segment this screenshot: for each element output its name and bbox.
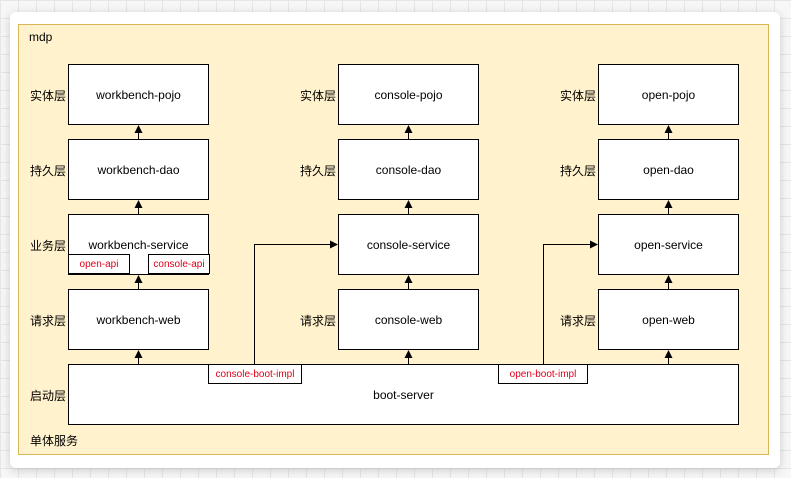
console-boot-impl-box[interactable]: console-boot-impl (208, 364, 302, 384)
layer-label-persistence-3: 持久层 (560, 164, 597, 178)
open-pojo-box[interactable]: open-pojo (598, 64, 739, 125)
layer-label-entity-1: 实体层 (30, 89, 67, 103)
arrow-open-impl-to-open-service (543, 240, 598, 364)
workbench-dao-box[interactable]: workbench-dao (68, 139, 209, 200)
open-boot-impl-box[interactable]: open-boot-impl (498, 364, 588, 384)
open-api-box[interactable]: open-api (68, 254, 130, 274)
layer-label-entity-2: 实体层 (300, 89, 337, 103)
console-dao-box[interactable]: console-dao (338, 139, 479, 200)
layer-label-request-3: 请求层 (560, 314, 597, 328)
open-web-box[interactable]: open-web (598, 289, 739, 350)
layer-label-request-2: 请求层 (300, 314, 337, 328)
layer-label-persistence-1: 持久层 (30, 164, 67, 178)
container-label: mdp (29, 30, 53, 44)
arrow-console-impl-to-console-service (254, 240, 338, 364)
console-service-box[interactable]: console-service (338, 214, 479, 275)
open-service-box[interactable]: open-service (598, 214, 739, 275)
console-pojo-box[interactable]: console-pojo (338, 64, 479, 125)
layer-label-persistence-2: 持久层 (300, 164, 337, 178)
open-dao-box[interactable]: open-dao (598, 139, 739, 200)
footer-label: 单体服务 (30, 434, 79, 448)
workbench-web-box[interactable]: workbench-web (68, 289, 209, 350)
layer-label-business-1: 业务层 (30, 239, 67, 253)
workbench-pojo-box[interactable]: workbench-pojo (68, 64, 209, 125)
console-web-box[interactable]: console-web (338, 289, 479, 350)
layer-label-startup: 启动层 (30, 389, 67, 403)
console-api-box[interactable]: console-api (148, 254, 210, 274)
boot-server-box[interactable]: boot-server (68, 364, 739, 425)
layer-label-entity-3: 实体层 (560, 89, 597, 103)
layer-label-request-1: 请求层 (30, 314, 67, 328)
